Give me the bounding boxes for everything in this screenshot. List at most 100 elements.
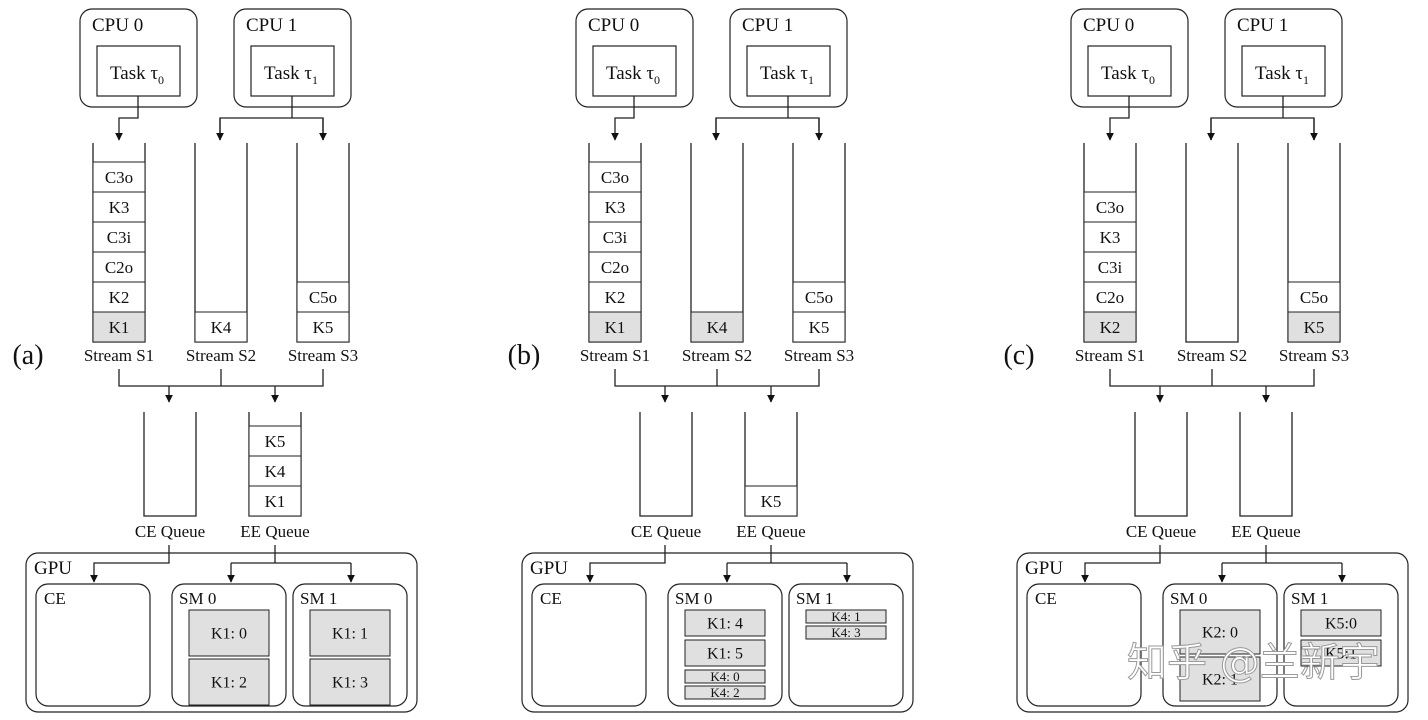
stream-cell bbox=[690, 311, 744, 343]
stream-cell bbox=[1287, 281, 1341, 313]
thread-block bbox=[309, 609, 391, 657]
thread-block-label: K1: 0 bbox=[211, 626, 247, 643]
stream-cell-label: C3i bbox=[603, 228, 628, 247]
sm-0: SM 0K1: 4K1: 5K4: 0K4: 2 bbox=[667, 583, 783, 707]
task-label: Task τ bbox=[110, 63, 158, 84]
ce-label: CE bbox=[44, 589, 66, 608]
thread-block bbox=[805, 609, 887, 624]
task-box bbox=[592, 45, 677, 97]
thread-block bbox=[188, 609, 270, 657]
thread-block-label: K2: 0 bbox=[1202, 625, 1238, 642]
queue-cell-label: K1 bbox=[265, 492, 286, 511]
cpu-title: CPU 1 bbox=[246, 15, 297, 36]
cpu-title: CPU 1 bbox=[1237, 15, 1288, 36]
stream-cell-label: K2 bbox=[109, 288, 130, 307]
stream-cell-label: K4 bbox=[707, 318, 728, 337]
queue-label: EE Queue bbox=[1231, 522, 1300, 541]
ce-box bbox=[531, 583, 647, 707]
stream-cell-label: K5 bbox=[1304, 318, 1325, 337]
task-label: Task τ bbox=[1255, 63, 1303, 84]
stream-cell bbox=[1083, 221, 1137, 253]
queue-label: EE Queue bbox=[240, 522, 309, 541]
task-box bbox=[1087, 45, 1172, 97]
queue-cell-label: K5 bbox=[761, 492, 782, 511]
stream-cell bbox=[1083, 191, 1137, 223]
thread-block bbox=[684, 639, 766, 667]
stream-label: Stream S3 bbox=[1279, 346, 1349, 365]
stream-cell-label: C3o bbox=[601, 168, 629, 187]
sm-title: SM 1 bbox=[300, 589, 337, 608]
stream-cell bbox=[1083, 311, 1137, 343]
stream-cell bbox=[92, 281, 146, 313]
arrow-cpu0-s1 bbox=[611, 96, 635, 141]
stream-cell bbox=[1083, 281, 1137, 313]
thread-block bbox=[1300, 609, 1382, 637]
thread-block bbox=[1300, 639, 1382, 667]
queue-tube bbox=[143, 412, 197, 517]
thread-block bbox=[684, 609, 766, 637]
panel-label: (c) bbox=[1003, 340, 1034, 371]
sm-1: SM 1K5:0K5:1 bbox=[1283, 583, 1399, 707]
gpu-title: GPU bbox=[1025, 558, 1063, 579]
stream-cell-label: K2 bbox=[1100, 318, 1121, 337]
stream-cell bbox=[92, 161, 146, 193]
stream-cell-label: K3 bbox=[109, 198, 130, 217]
task-subscript: 0 bbox=[1149, 73, 1155, 87]
stream-cell-label: C3o bbox=[1096, 198, 1124, 217]
task-box bbox=[1241, 45, 1326, 97]
thread-block bbox=[805, 625, 887, 640]
task-subscript: 1 bbox=[1303, 73, 1309, 87]
thread-block-label: K4: 0 bbox=[710, 669, 739, 684]
queue-tube bbox=[1239, 412, 1293, 517]
stream-cell-label: K1 bbox=[605, 318, 626, 337]
stream-cell-label: C5o bbox=[1300, 288, 1328, 307]
stream-cell bbox=[588, 161, 642, 193]
thread-block-label: K4: 3 bbox=[831, 625, 860, 640]
task-label: Task τ bbox=[760, 63, 808, 84]
task-box bbox=[96, 45, 181, 97]
gpu-title: GPU bbox=[34, 558, 72, 579]
task-box bbox=[746, 45, 831, 97]
thread-block-label: K1: 5 bbox=[707, 646, 743, 663]
cpu-title: CPU 0 bbox=[92, 15, 143, 36]
stream-cell bbox=[588, 311, 642, 343]
stream-cell bbox=[1083, 251, 1137, 283]
panel-label: (a) bbox=[12, 340, 43, 371]
stream-cell-label: C3o bbox=[105, 168, 133, 187]
arrow-cpu0-s1 bbox=[1106, 96, 1130, 141]
thread-block-label: K2: 1 bbox=[1202, 672, 1238, 689]
stream-cell-label: K5 bbox=[313, 318, 334, 337]
arrow-cpu0-s1 bbox=[115, 96, 139, 141]
stream-cell-label: C5o bbox=[309, 288, 337, 307]
thread-block bbox=[309, 658, 391, 706]
queue-cell bbox=[248, 485, 302, 517]
ce-queue: CE Queue bbox=[631, 412, 701, 541]
sm-1: SM 1K1: 1K1: 3 bbox=[292, 583, 408, 707]
cpu-title: CPU 0 bbox=[1083, 15, 1134, 36]
thread-block-label: K1: 4 bbox=[707, 616, 743, 633]
arrow-ce-queue-to-ce bbox=[1081, 545, 1161, 583]
stream-cell-label: C3i bbox=[1098, 258, 1123, 277]
stream-cell bbox=[296, 311, 350, 343]
stream-cell bbox=[792, 311, 846, 343]
stream-cell bbox=[792, 281, 846, 313]
stream-cell bbox=[92, 251, 146, 283]
queue-label: CE Queue bbox=[135, 522, 205, 541]
ce-box bbox=[35, 583, 151, 707]
task-subscript: 1 bbox=[312, 73, 318, 87]
sm-1: SM 1K4: 1K4: 3 bbox=[788, 583, 904, 707]
thread-block bbox=[1179, 609, 1261, 655]
stream-cell-label: K3 bbox=[605, 198, 626, 217]
wire-cpu1-split bbox=[715, 117, 820, 140]
queue-label: CE Queue bbox=[631, 522, 701, 541]
sm-0: SM 0K2: 0K2: 1 bbox=[1162, 583, 1278, 707]
queue-cell bbox=[744, 485, 798, 517]
stream-label: Stream S2 bbox=[186, 346, 256, 365]
